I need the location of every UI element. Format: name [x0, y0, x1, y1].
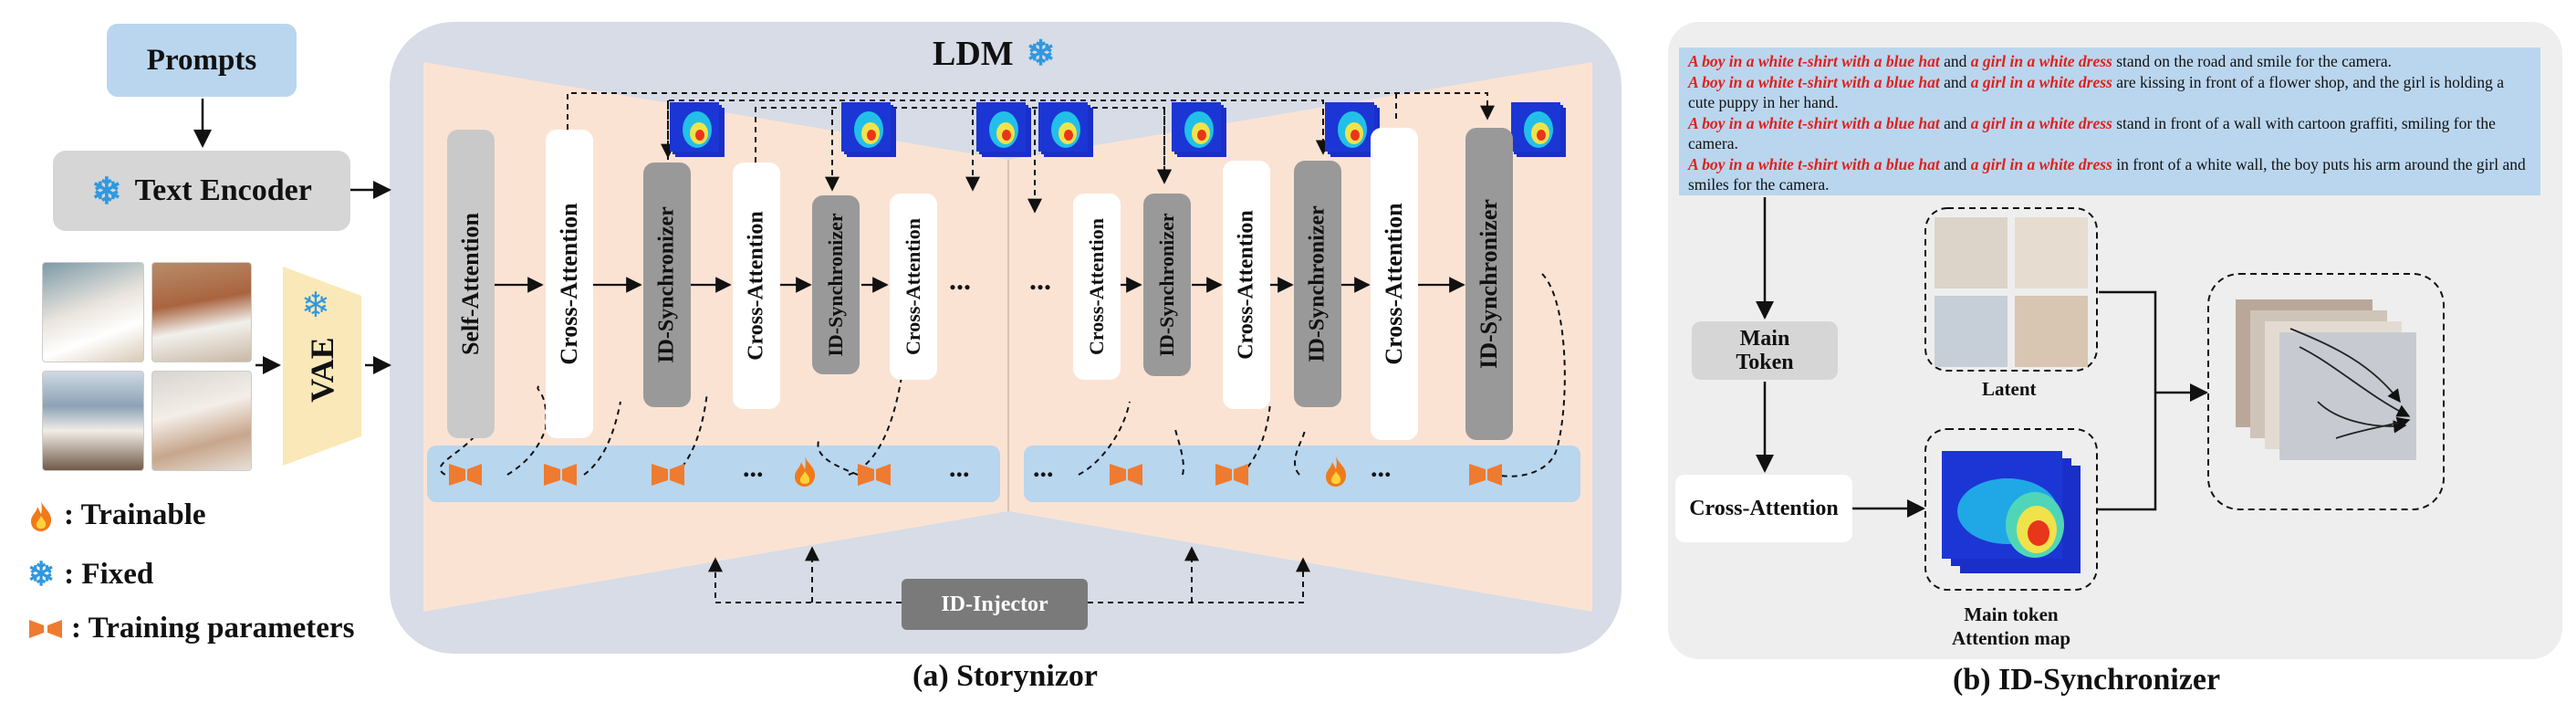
main-token-label: Main Token: [1736, 327, 1794, 374]
id-synchronizer-block-4: ID-Synchronizer: [1294, 161, 1341, 407]
text-encoder-label: Text Encoder: [134, 173, 312, 207]
prompt-joiner: and: [1939, 154, 1971, 173]
cross-attention-block-6: Cross-Attention: [1371, 128, 1418, 440]
id-synchronizer-block-2: ID-Synchronizer: [812, 195, 860, 374]
prompt-subject-girl: a girl in a white dress: [1970, 72, 2112, 91]
cross-attention-block-1: Cross-Attention: [546, 130, 593, 438]
bar-ellipsis-4: ...: [1371, 453, 1392, 483]
id-injector-box: ID-Injector: [902, 579, 1088, 630]
cross-attention-block-5: Cross-Attention: [1223, 161, 1270, 409]
flame-icons: [795, 456, 1347, 487]
param-bar-right: [1024, 446, 1580, 502]
input-photo-2: [151, 262, 252, 362]
cross-attention-box: Cross-Attention: [1675, 475, 1852, 542]
prompt-subject-girl: a girl in a white dress: [1970, 154, 2112, 173]
prompt-item: A boy in a white t-shirt with a blue hat…: [1688, 51, 2531, 72]
prompt-item: A boy in a white t-shirt with a blue hat…: [1688, 154, 2531, 195]
input-photo-1: [42, 262, 144, 362]
prompt-rest: stand on the road and smile for the came…: [2112, 52, 2392, 70]
legend-trainable-label: : Trainable: [64, 498, 206, 531]
snowflake-icon: ❄: [27, 556, 56, 592]
prompt-item: A boy in a white t-shirt with a blue hat…: [1688, 113, 2531, 154]
cross-attention-box-label: Cross-Attention: [1689, 496, 1839, 520]
caption-b: (b) ID-Synchronizer: [1953, 663, 2221, 697]
snowflake-icon: ❄: [91, 170, 122, 212]
main-token-box: Main Token: [1692, 321, 1838, 380]
bar-ellipsis-2: ...: [949, 453, 970, 483]
ldm-title-label: LDM: [933, 34, 1014, 73]
attention-map-label-line-2: Attention map: [1951, 627, 2071, 649]
vae-snowflake-icon: ❄: [301, 287, 330, 325]
ldm-title: LDM ❄: [933, 33, 1056, 74]
legend-trainable: : Trainable: [27, 498, 206, 532]
self-attention-block: Self-Attention: [447, 130, 495, 438]
id-synchronizer-block-1: ID-Synchronizer: [643, 163, 691, 407]
ellipsis-right: ...: [1029, 263, 1051, 296]
attention-map-label-line-1: Main token: [1964, 603, 2059, 625]
prompt-rest: stand in front of a wall with cartoon gr…: [1688, 113, 2496, 153]
prompt-rest: are kissing in front of a flower shop, a…: [1688, 72, 2504, 112]
legend-training-params: : Training parameters: [27, 612, 354, 645]
prompt-subject-boy: A boy in a white t-shirt with a blue hat: [1688, 154, 1940, 173]
prompt-joiner: and: [1939, 72, 1971, 91]
prompt-subject-girl: a girl in a white dress: [1970, 52, 2112, 70]
prompt-list: A boy in a white t-shirt with a blue hat…: [1679, 47, 2540, 195]
prompt-joiner: and: [1939, 52, 1971, 70]
id-synchronizer-block-3: ID-Synchronizer: [1143, 194, 1191, 376]
prompt-subject-boy: A boy in a white t-shirt with a blue hat: [1688, 113, 1940, 132]
id-synchronizer-block-5: ID-Synchronizer: [1465, 128, 1513, 440]
text-encoder-box: ❄ Text Encoder: [53, 151, 350, 231]
input-photo-3: [42, 371, 144, 471]
cross-attention-block-4: Cross-Attention: [1073, 194, 1121, 380]
input-photo-4: [151, 371, 252, 471]
vae-block: [283, 267, 361, 466]
snowflake-icon: ❄: [1026, 35, 1056, 73]
legend-fixed-label: : Fixed: [64, 557, 154, 591]
legend-training-params-label: : Training parameters: [71, 612, 355, 645]
legend-fixed: ❄ : Fixed: [27, 555, 153, 593]
cross-attention-block-3: Cross-Attention: [890, 194, 937, 380]
cross-attention-block-2: Cross-Attention: [733, 163, 780, 409]
prompts-label: Prompts: [146, 43, 257, 77]
bar-ellipsis-1: ...: [743, 453, 764, 483]
latent-label: Latent: [1982, 378, 2037, 400]
param-bar-left: [427, 446, 1000, 502]
bar-ellipsis-3: ...: [1033, 453, 1054, 483]
prompts-box: Prompts: [107, 24, 297, 97]
ellipsis-left: ...: [949, 263, 971, 296]
prompt-subject-boy: A boy in a white t-shirt with a blue hat: [1688, 52, 1940, 70]
prompt-item: A boy in a white t-shirt with a blue hat…: [1688, 72, 2531, 113]
id-injector-label: ID-Injector: [941, 592, 1048, 616]
attention-map-label: Main token Attention map: [1931, 603, 2091, 650]
bowtie-param-icons: [449, 464, 1502, 486]
caption-a: (a) Storynizor: [913, 659, 1099, 693]
prompt-rest: in front of a white wall, the boy puts h…: [1688, 154, 2526, 194]
flame-icon: [31, 500, 52, 531]
prompt-subject-boy: A boy in a white t-shirt with a blue hat: [1688, 72, 1940, 91]
attention-map-thumbnails: [670, 102, 1566, 157]
bowtie-param-icon: [29, 619, 62, 638]
prompt-subject-girl: a girl in a white dress: [1970, 113, 2112, 132]
prompt-joiner: and: [1939, 113, 1971, 132]
